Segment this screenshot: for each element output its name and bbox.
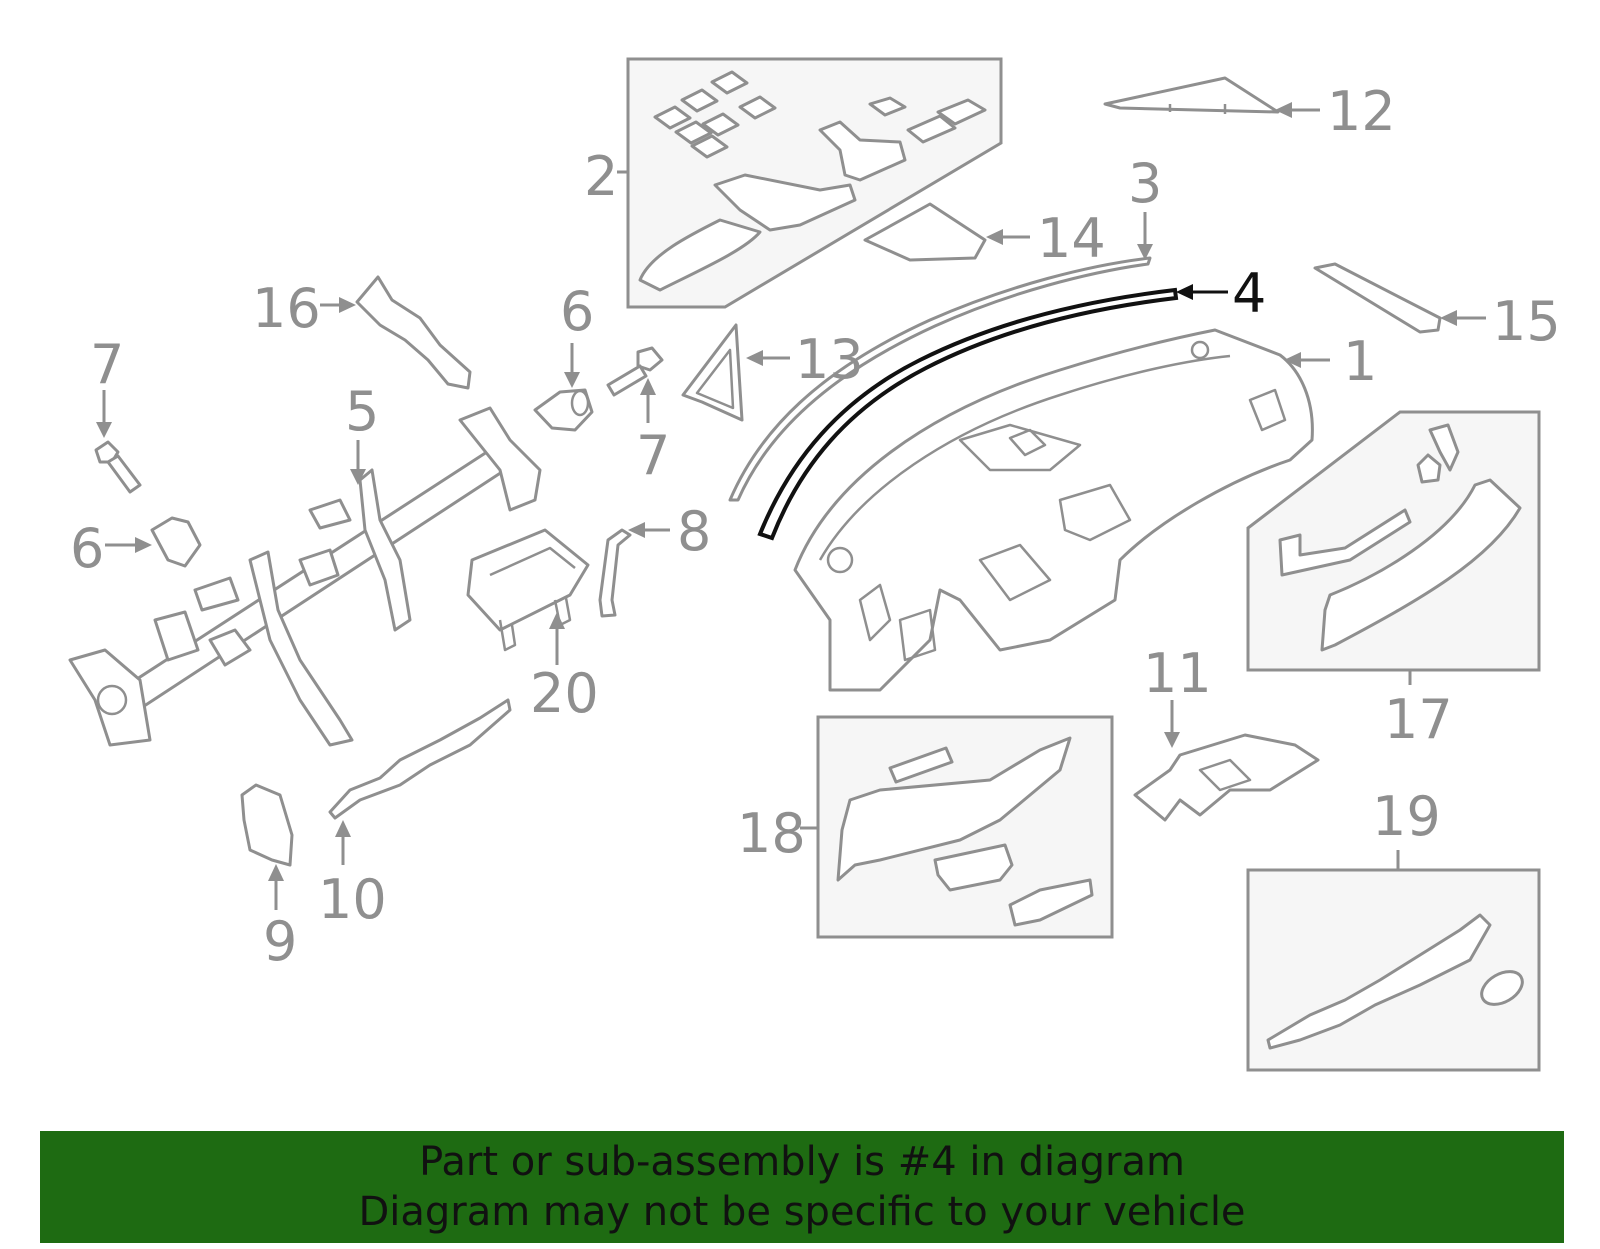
callout-16: 16 <box>252 277 321 340</box>
part-4-dash-seal-highlighted[interactable] <box>757 287 1179 541</box>
callout-2: 2 <box>584 145 618 208</box>
part-12-trim-panel[interactable] <box>1103 76 1280 114</box>
info-banner: Part or sub-assembly is #4 in diagram Di… <box>40 1131 1564 1243</box>
callout-9: 9 <box>263 910 297 973</box>
callout-19: 19 <box>1372 785 1441 848</box>
callout-3: 3 <box>1128 152 1162 215</box>
part-18-lower-panel-assembly[interactable] <box>816 715 1114 939</box>
part-17-glove-box-assembly[interactable] <box>1246 410 1541 672</box>
part-3-defroster-strip[interactable] <box>728 256 1152 502</box>
part-20-airbag-module[interactable] <box>466 528 590 652</box>
callout-14: 14 <box>1037 207 1106 270</box>
part-13-corner-cover[interactable] <box>681 323 744 422</box>
part-15-trim-strip[interactable] <box>1313 262 1442 334</box>
part-19-latch-assembly[interactable] <box>1246 868 1541 1072</box>
callout-18: 18 <box>737 802 806 865</box>
callout-17: 17 <box>1384 688 1453 751</box>
part-1-instrument-panel[interactable] <box>793 328 1314 692</box>
part-2-duct-assembly[interactable] <box>626 57 1003 309</box>
callout-10: 10 <box>318 868 387 931</box>
part-9-side-cover[interactable] <box>240 783 294 867</box>
callout-7b: 7 <box>636 424 670 487</box>
callout-15: 15 <box>1492 290 1561 353</box>
callout-5: 5 <box>345 380 379 443</box>
banner-line-2: Diagram may not be specific to your vehi… <box>358 1189 1246 1235</box>
callout-11: 11 <box>1143 642 1212 705</box>
part-5-cross-car-beam[interactable] <box>68 406 542 747</box>
part-6-clip-upper[interactable] <box>533 388 594 432</box>
callout-6a: 6 <box>560 280 594 343</box>
part-11-bracket[interactable] <box>1133 733 1320 822</box>
part-14-panel[interactable] <box>863 202 987 262</box>
part-6-clip-left[interactable] <box>150 516 202 568</box>
part-8-bracket[interactable] <box>598 528 632 618</box>
part-7-bolt-left[interactable] <box>94 440 142 494</box>
callout-7a: 7 <box>90 333 124 396</box>
part-10-lower-trim[interactable] <box>328 698 512 820</box>
callout-8: 8 <box>677 500 711 563</box>
callout-1: 1 <box>1343 330 1377 393</box>
part-16-bracket[interactable] <box>355 275 472 390</box>
callout-12: 12 <box>1327 80 1396 143</box>
part-7-bolt-upper[interactable] <box>606 346 664 397</box>
banner-line-1: Part or sub-assembly is #4 in diagram <box>419 1139 1185 1185</box>
callout-4: 4 <box>1232 262 1266 325</box>
callout-6b: 6 <box>70 517 104 580</box>
callout-13: 13 <box>795 328 864 391</box>
callout-20: 20 <box>530 662 599 725</box>
